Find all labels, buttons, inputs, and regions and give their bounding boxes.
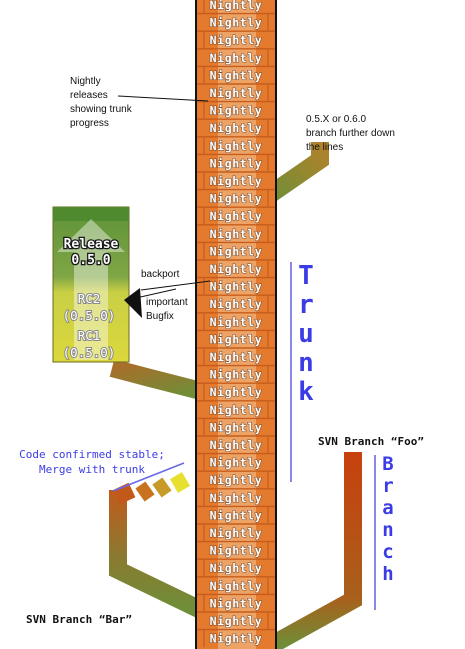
nightly-brick-label: Nightly <box>210 156 263 170</box>
backport-note-line-3: Bugfix <box>146 311 174 322</box>
future-note-line-1: 0.5.X or 0.6.0 <box>306 114 366 125</box>
branch-bar-title: SVN Branch “Bar” <box>26 613 132 626</box>
nightly-brick-label: Nightly <box>210 420 263 434</box>
nightly-brick-label: Nightly <box>210 227 263 241</box>
nightly-brick-label: Nightly <box>210 104 263 118</box>
nightly-brick-label: Nightly <box>210 614 263 628</box>
release-branch-line <box>109 359 208 401</box>
branch-label-letter: r <box>382 475 393 497</box>
nightly-brick-label: Nightly <box>210 403 263 417</box>
nightly-brick-label: Nightly <box>210 508 263 522</box>
backport-annotation: backport important Bugfix <box>124 269 211 322</box>
nightly-brick-label: Nightly <box>210 51 263 65</box>
merge-note: Code confirmed stable; Merge with trunk <box>19 448 165 476</box>
nightly-note-line-4: progress <box>70 118 109 129</box>
nightly-brick-label: Nightly <box>210 68 263 82</box>
nightly-brick-label: Nightly <box>210 473 263 487</box>
branch-label-letter: a <box>382 497 393 519</box>
nightly-brick-label: Nightly <box>210 491 263 505</box>
release-title: Release <box>64 237 119 252</box>
nightly-brick-label: Nightly <box>210 350 263 364</box>
nightly-brick-label: Nightly <box>210 438 263 452</box>
backport-note-line-2: important <box>146 297 188 308</box>
branch-foo-title: SVN Branch “Foo” <box>318 435 424 448</box>
backport-arrowhead-icon <box>124 288 142 318</box>
backport-arrow-shaft <box>135 288 177 299</box>
merge-note-line-2: Merge with trunk <box>39 463 145 476</box>
release-cap <box>53 207 129 221</box>
nightly-brick-label: Nightly <box>210 332 263 346</box>
nightly-brick-label: Nightly <box>210 368 263 382</box>
rc2-version: (0.5.0) <box>63 308 116 323</box>
nightly-brick-label: Nightly <box>210 280 263 294</box>
trunk-label-letter: u <box>298 319 314 349</box>
release-box: Release 0.5.0 RC2 (0.5.0) RC1 (0.5.0) <box>52 206 130 363</box>
nightly-brick-label: Nightly <box>210 544 263 558</box>
merge-dashes <box>113 472 191 505</box>
nightly-brick-label: Nightly <box>210 174 263 188</box>
branch-foo-label: SVN Branch “Foo” Branch <box>318 435 424 610</box>
trunk: NightlyNightlyNightlyNightlyNightlyNight… <box>195 0 277 649</box>
trunk-label-letter: n <box>298 348 314 378</box>
nightly-brick-label: Nightly <box>210 596 263 610</box>
nightly-note-line-3: showing trunk <box>70 104 133 115</box>
nightly-brick-label: Nightly <box>210 209 263 223</box>
release-version: 0.5.0 <box>71 253 110 268</box>
trunk-center-stripe <box>218 0 256 649</box>
nightly-brick-label: Nightly <box>210 0 263 12</box>
nightly-annotation: Nightly releases showing trunk progress <box>70 76 209 129</box>
nightly-brick-label: Nightly <box>210 315 263 329</box>
nightly-brick-label: Nightly <box>210 632 263 646</box>
branch-bar-line <box>109 490 209 621</box>
nightly-brick-label: Nightly <box>210 526 263 540</box>
nightly-brick-label: Nightly <box>210 561 263 575</box>
nightly-brick-label: Nightly <box>210 262 263 276</box>
nightly-brick-label: Nightly <box>210 16 263 30</box>
nightly-brick-label: Nightly <box>210 86 263 100</box>
trunk-label-letter: r <box>298 290 314 320</box>
branch-label-letter: c <box>382 541 393 563</box>
nightly-note-line-2: releases <box>70 90 108 101</box>
nightly-brick-label: Nightly <box>210 33 263 47</box>
backport-pointer-to-trunk <box>140 280 211 291</box>
nightly-pointer <box>117 95 209 102</box>
release-box-frame <box>52 206 130 363</box>
rc1-version: (0.5.0) <box>63 345 116 360</box>
rc1-label: RC1 <box>78 328 101 343</box>
future-note-line-2: branch further down <box>306 128 395 139</box>
nightly-brick-label: Nightly <box>210 579 263 593</box>
nightly-brick-label: Nightly <box>210 121 263 135</box>
branch-foo-line <box>263 452 362 649</box>
future-branch-annotation: 0.5.X or 0.6.0 branch further down the l… <box>306 114 395 153</box>
backport-note-line-1: backport <box>141 269 180 280</box>
branch-label-letter: B <box>382 453 393 475</box>
future-branch <box>262 142 329 204</box>
future-note-line-3: the lines <box>306 142 343 153</box>
nightly-brick-label: Nightly <box>210 456 263 470</box>
release-up-arrow <box>57 219 125 360</box>
nightly-note-line-1: Nightly <box>70 76 101 87</box>
branch-label-letter: h <box>382 563 393 585</box>
nightly-brick-label: Nightly <box>210 244 263 258</box>
merge-note-line-1: Code confirmed stable; <box>19 448 165 461</box>
nightly-brick-label: Nightly <box>210 297 263 311</box>
nightly-brick-label: Nightly <box>210 192 263 206</box>
nightly-brick-label: Nightly <box>210 139 263 153</box>
branch-label-letter: n <box>382 519 393 541</box>
rc2-label: RC2 <box>78 291 101 306</box>
trunk-label-letter: k <box>298 377 314 407</box>
merge-note-underline <box>112 462 185 492</box>
trunk-label-letter: T <box>298 261 314 291</box>
nightly-brick-label: Nightly <box>210 385 263 399</box>
